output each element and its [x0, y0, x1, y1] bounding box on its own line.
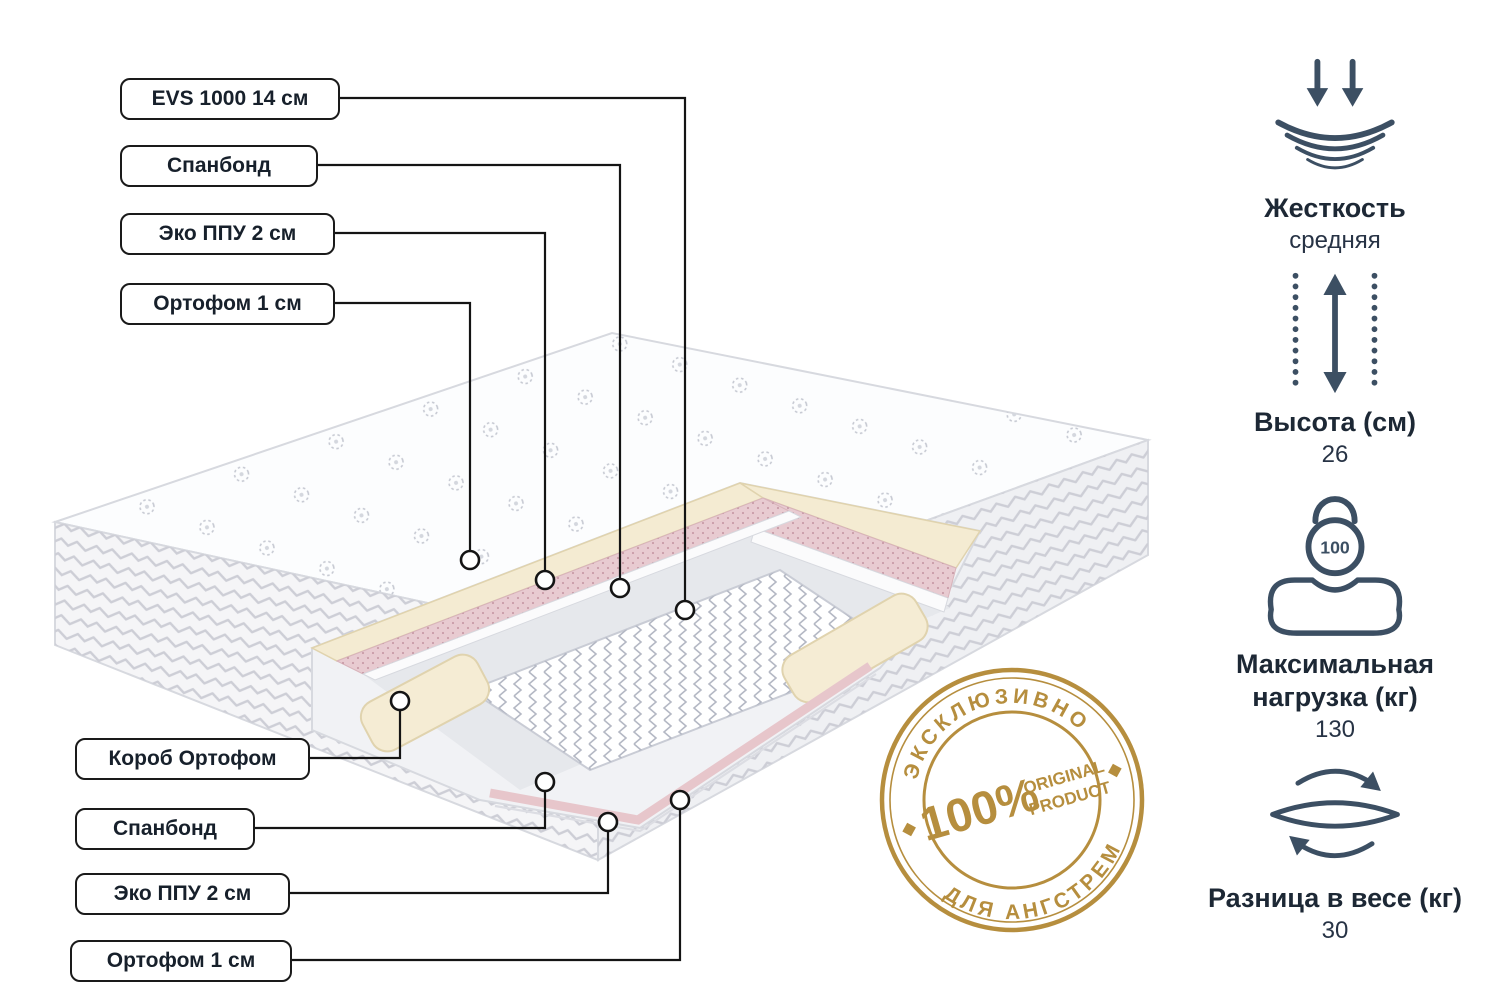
bottom-pink-layer-edge: [489, 662, 873, 825]
spec-max-load-title: Максимальная нагрузка (кг): [1235, 649, 1435, 712]
spec-max-load-value: 130: [1314, 715, 1356, 743]
callout-line-ortofom-top: [330, 301, 472, 550]
spec-hardness: Жесткость средняя: [1180, 52, 1490, 255]
spec-height-value: 26: [1321, 440, 1349, 468]
callout-line-spunbond-bottom: [245, 792, 547, 830]
spec-weight-difference: Разница в весе (кг) 30: [1180, 752, 1490, 945]
spunbond-layer-left: [361, 510, 803, 681]
callout-point-ortofom-top: [459, 549, 481, 571]
bottom-layer-seam: [494, 673, 877, 833]
callout-point-ortofom-bottom: [669, 789, 691, 811]
spec-max-load: 100 Максимальная нагрузка (кг) 130: [1180, 478, 1490, 744]
callout-point-ecoppu-top: [534, 569, 556, 591]
label-eco-ppu-top: Эко ППУ 2 см: [120, 213, 335, 255]
label-spunbond-top: Спанбонд: [120, 145, 318, 187]
label-foam-box: Короб Ортофом: [75, 738, 310, 780]
spec-hardness-title: Жесткость: [1264, 193, 1406, 223]
height-icon: [1292, 272, 1378, 395]
callout-lines: [245, 96, 696, 962]
mattress-cutaway: [310, 481, 982, 833]
callout-point-evs: [674, 599, 696, 621]
max-load-icon-label: 100: [1320, 538, 1350, 558]
max-load-icon: 100: [1267, 496, 1403, 636]
foam-bolster-left: [359, 653, 491, 753]
label-spunbond-bottom: Спанбонд: [75, 808, 255, 850]
spunbond-layer-right: [750, 527, 949, 613]
callout-line-ortofom-bottom: [282, 810, 682, 962]
mattress-illustration: [51, 331, 1152, 862]
bottom-layer-stack: [489, 662, 877, 833]
callout-line-evs: [330, 96, 687, 600]
spec-height-title: Высота (см): [1253, 407, 1417, 437]
callout-line-foam-box: [300, 710, 402, 760]
callout-line-ecoppu-bottom: [280, 832, 610, 895]
label-evs-1000-14cm: EVS 1000 14 см: [120, 78, 340, 120]
weight-difference-icon: [1270, 768, 1400, 859]
callout-point-foam-box: [389, 690, 411, 712]
label-eco-ppu-bottom: Эко ППУ 2 см: [75, 873, 290, 915]
callout-line-ecoppu-top: [330, 231, 547, 570]
callout-line-spunbond-top: [315, 163, 622, 578]
layer-strips-left: [310, 482, 803, 681]
callout-point-spunbond-bottom: [534, 771, 556, 793]
pressure-compression-icon: [1275, 58, 1395, 170]
stamp-diamond-left: [902, 822, 916, 837]
callout-point-ecoppu-bottom: [597, 811, 619, 833]
stamp-diamond-right: [1108, 763, 1122, 778]
spec-weight-difference-title: Разница в весе (кг): [1207, 883, 1463, 913]
spec-hardness-value: средняя: [1289, 226, 1381, 254]
callout-point-spunbond-top: [609, 577, 631, 599]
spec-weight-difference-value: 30: [1321, 916, 1349, 944]
layer-strips-right: [739, 482, 982, 613]
spec-height: Высота (см) 26: [1180, 268, 1490, 469]
label-ortofom-bottom: Ортофом 1 см: [70, 940, 292, 982]
label-ortofom-top: Ортофом 1 см: [120, 283, 335, 325]
